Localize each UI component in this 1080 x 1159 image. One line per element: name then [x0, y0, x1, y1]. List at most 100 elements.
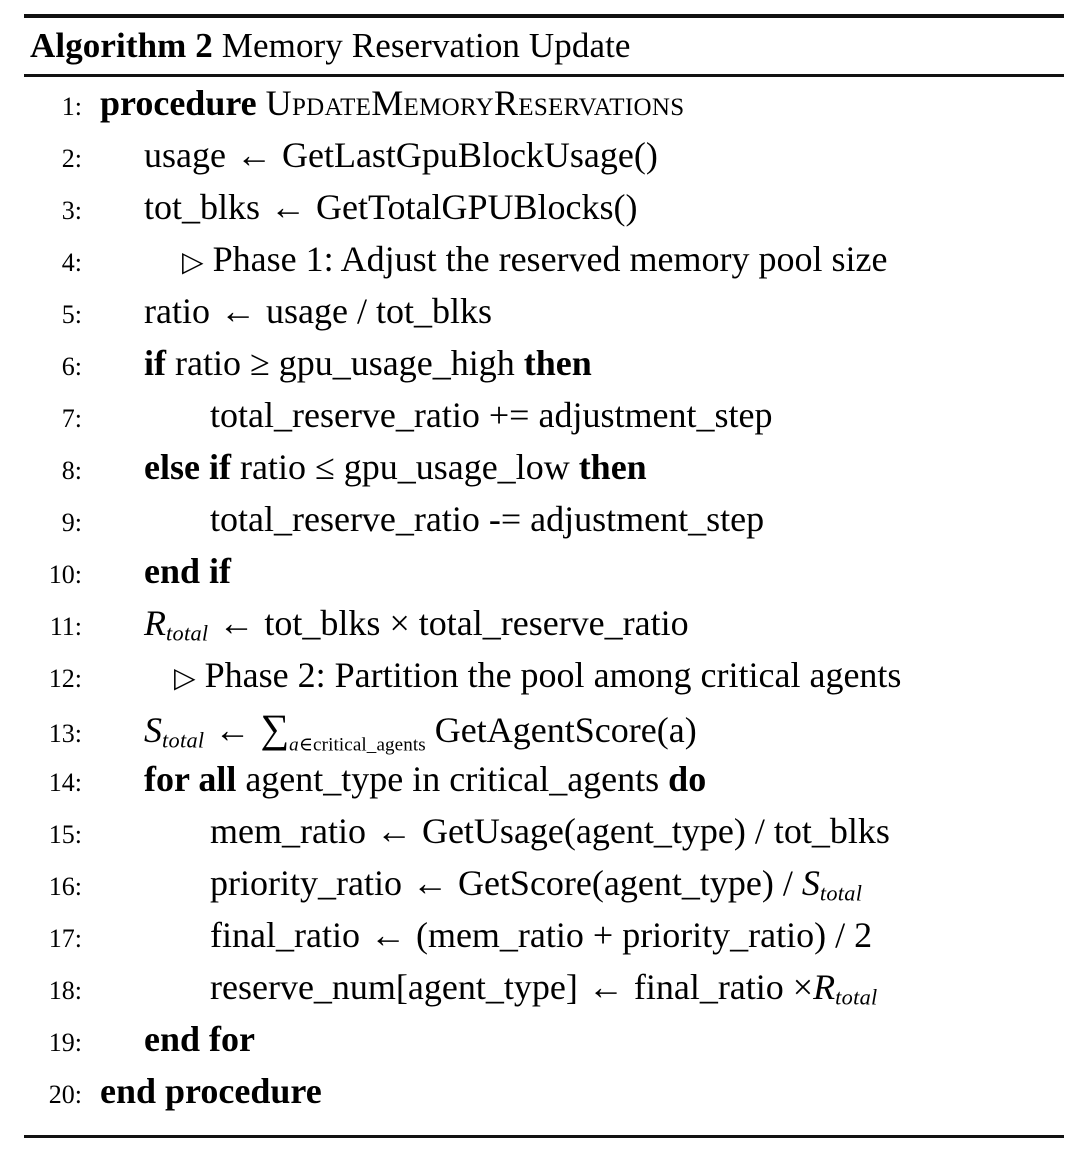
- variable-tot-blks: tot_blks: [144, 187, 261, 227]
- line-code: if ratio ≥ gpu_usage_high then: [82, 345, 592, 381]
- line-number: 13:: [48, 719, 82, 748]
- assign-arrow-icon: ←: [369, 915, 406, 955]
- line-number: 8:: [61, 456, 82, 485]
- assign-arrow-icon: ←: [235, 135, 272, 175]
- line-number: 19:: [48, 1028, 82, 1057]
- expression-average: (mem_ratio + priority_ratio) / 2: [415, 915, 873, 955]
- algorithm-keyword: Algorithm: [30, 26, 187, 65]
- line-code: else if ratio ≤ gpu_usage_low then: [82, 449, 647, 485]
- algorithm-line: 15: mem_ratio ← GetUsage(agent_type) / t…: [24, 813, 1064, 865]
- symbol-s-total: Stotal: [801, 863, 863, 906]
- line-code: Stotal ← ∑a∈critical_agents GetAgentScor…: [82, 706, 697, 756]
- keyword-else-if: else if: [144, 447, 231, 487]
- comment-marker-icon: ▷: [174, 663, 196, 694]
- variable-ratio: ratio: [144, 291, 210, 331]
- algorithm-line: 9: total_reserve_ratio -= adjustment_ste…: [24, 501, 1064, 553]
- algorithm-lines: 1: procedure UpdateMemoryReservations 2:…: [24, 77, 1064, 1135]
- algorithm-line: 19: end for: [24, 1021, 1064, 1073]
- variable-priority-ratio: priority_ratio: [210, 863, 402, 903]
- algorithm-line: 8: else if ratio ≤ gpu_usage_low then: [24, 449, 1064, 501]
- line-code: total_reserve_ratio += adjustment_step: [210, 395, 773, 435]
- algorithm-line: 10: end if: [24, 553, 1064, 605]
- algorithm-line: 17: final_ratio ← (mem_ratio + priority_…: [24, 917, 1064, 969]
- line-code: tot_blks ← GetTotalGPUBlocks(): [82, 189, 637, 225]
- algorithm-line: 14: for all agent_type in critical_agent…: [24, 761, 1064, 813]
- keyword-if: if: [144, 343, 166, 383]
- assign-arrow-icon: ←: [214, 710, 251, 750]
- operand-tot-blks: tot_blks: [264, 603, 381, 643]
- line-number: 15:: [48, 820, 82, 849]
- algorithm-number: 2: [195, 26, 213, 65]
- algorithm-block: Algorithm 2 Memory Reservation Update 1:…: [24, 14, 1064, 1138]
- line-number: 18:: [48, 976, 82, 1005]
- summation-icon: ∑: [260, 706, 290, 751]
- line-number: 10:: [48, 560, 82, 589]
- operand-final-ratio: final_ratio: [633, 967, 784, 1007]
- times-icon: ×: [792, 967, 814, 1007]
- call-getagentscore: GetAgentScore(a): [434, 710, 697, 750]
- line-number: 14:: [48, 768, 82, 797]
- times-icon: ×: [389, 603, 410, 643]
- algorithm-line: 12: ▷ Phase 2: Partition the pool among …: [24, 657, 1064, 709]
- algorithm-line: 6: if ratio ≥ gpu_usage_high then: [24, 345, 1064, 397]
- line-code: total_reserve_ratio -= adjustment_step: [210, 499, 765, 539]
- condition-rhs: gpu_usage_high: [278, 343, 515, 383]
- comment-phase-1: Phase 1: Adjust the reserved memory pool…: [212, 239, 888, 279]
- summation-subscript: a∈critical_agents: [289, 734, 426, 756]
- assign-arrow-icon: ←: [375, 811, 412, 851]
- variable-usage: usage: [144, 135, 226, 175]
- line-number: 12:: [48, 664, 82, 693]
- algorithm-title: Algorithm 2 Memory Reservation Update: [24, 18, 1064, 72]
- line-code: mem_ratio ← GetUsage(agent_type) / tot_b…: [82, 813, 890, 849]
- line-code: end procedure: [100, 1071, 322, 1111]
- algorithm-line: 2: usage ← GetLastGpuBlockUsage(): [24, 137, 1064, 189]
- line-code: for all agent_type in critical_agents do: [82, 761, 706, 797]
- line-code: reserve_num[agent_type] ← final_ratio ×R…: [82, 969, 878, 1009]
- line-number: 4:: [61, 248, 82, 277]
- comment-marker-icon: ▷: [182, 247, 204, 278]
- line-code: usage ← GetLastGpuBlockUsage(): [82, 137, 658, 173]
- line-code: priority_ratio ← GetScore(agent_type) / …: [82, 865, 862, 905]
- algorithm-line: 7: total_reserve_ratio += adjustment_ste…: [24, 397, 1064, 449]
- symbol-r-total: Rtotal: [144, 603, 209, 646]
- algorithm-line: 18: reserve_num[agent_type] ← final_rati…: [24, 969, 1064, 1021]
- variable-reserve-num: reserve_num[agent_type]: [210, 967, 578, 1007]
- loop-expression: agent_type in critical_agents: [245, 759, 660, 799]
- line-code: final_ratio ← (mem_ratio + priority_rati…: [82, 917, 872, 953]
- assign-arrow-icon: ←: [411, 863, 448, 903]
- line-number: 5:: [61, 300, 82, 329]
- assign-arrow-icon: ←: [219, 291, 256, 331]
- algorithm-line: 5: ratio ← usage / tot_blks: [24, 293, 1064, 345]
- condition-lhs: ratio: [239, 447, 306, 487]
- line-number: 6:: [61, 352, 82, 381]
- keyword-then: then: [523, 343, 592, 383]
- line-code: ▷ Phase 2: Partition the pool among crit…: [82, 657, 901, 693]
- line-number: 3:: [61, 196, 82, 225]
- algorithm-line: 11: Rtotal ← tot_blks × total_reserve_ra…: [24, 605, 1064, 657]
- line-code: end if: [144, 551, 232, 591]
- line-code: Rtotal ← tot_blks × total_reserve_ratio: [82, 605, 689, 645]
- assign-arrow-icon: ←: [270, 187, 307, 227]
- line-number: 16:: [48, 872, 82, 901]
- line-code: procedure UpdateMemoryReservations: [82, 85, 684, 121]
- keyword-procedure: procedure: [100, 83, 257, 123]
- less-equal-icon: ≤: [314, 447, 335, 487]
- comment-phase-2: Phase 2: Partition the pool among critic…: [204, 655, 902, 695]
- symbol-r-total: Rtotal: [813, 967, 878, 1010]
- algorithm-line: 20: end procedure: [24, 1073, 1064, 1125]
- assign-arrow-icon: ←: [218, 603, 255, 643]
- algorithm-line: 1: procedure UpdateMemoryReservations: [24, 85, 1064, 137]
- variable-mem-ratio: mem_ratio: [210, 811, 366, 851]
- expression-usage-over-tot-blks: usage / tot_blks: [265, 291, 492, 331]
- keyword-do: do: [668, 759, 707, 799]
- rule-bottom: [24, 1135, 1064, 1138]
- algorithm-line: 3: tot_blks ← GetTotalGPUBlocks(): [24, 189, 1064, 241]
- line-code: end for: [144, 1019, 255, 1059]
- variable-final-ratio: final_ratio: [210, 915, 360, 955]
- line-number: 20:: [48, 1080, 82, 1109]
- rule-title-separator: [24, 74, 1064, 77]
- keyword-for-all: for all: [144, 759, 237, 799]
- expression-getusage: GetUsage(agent_type) / tot_blks: [421, 811, 890, 851]
- rule-top: [24, 14, 1064, 18]
- algorithm-line: 16: priority_ratio ← GetScore(agent_type…: [24, 865, 1064, 917]
